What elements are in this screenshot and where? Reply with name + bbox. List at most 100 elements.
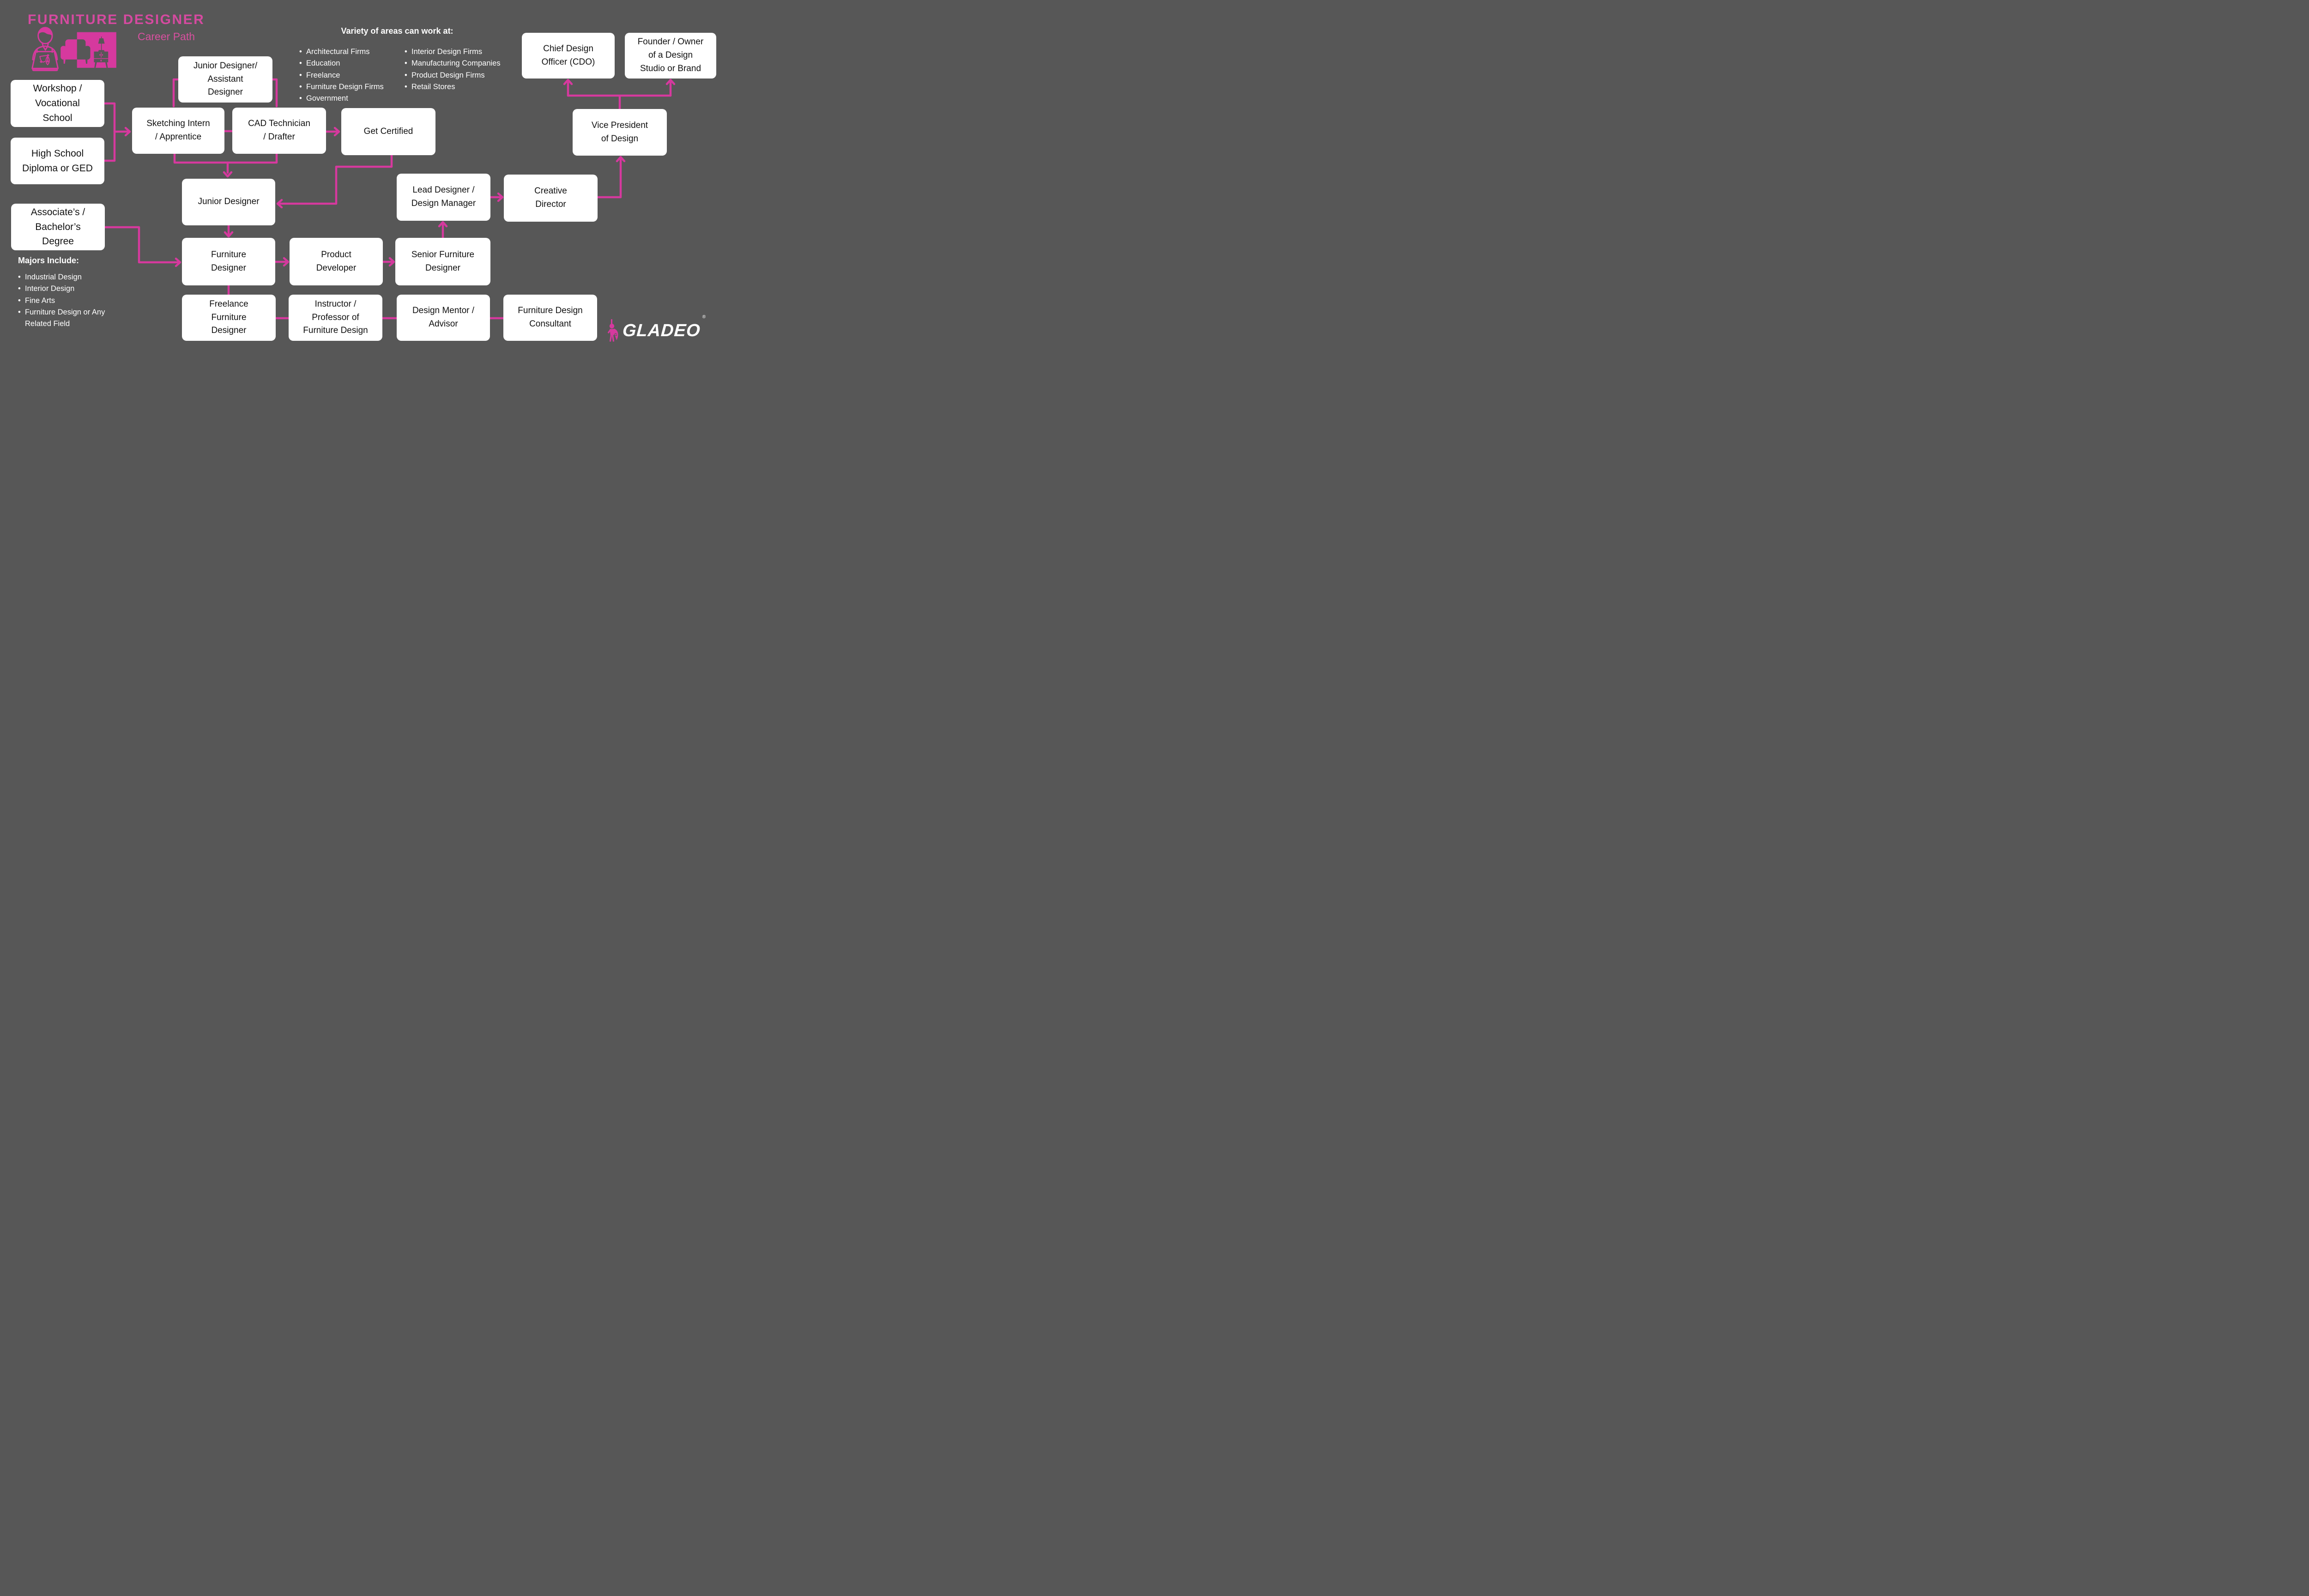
list-item: • Furniture Design or Any Related Field [18, 307, 122, 330]
node-label-line: Officer (CDO) [541, 57, 595, 67]
node-label-line: Creative [534, 186, 567, 196]
node-lead-designer: Lead Designer / Design Manager [397, 174, 490, 221]
node-label-line: Senior Furniture [411, 249, 475, 260]
node-label-line: Associate’s / [30, 206, 85, 218]
node-label-line: Junior Designer/ [193, 60, 258, 71]
bullet-glyph: • [299, 94, 302, 103]
work-areas-list-col1: •Architectural Firms•Education•Freelance… [299, 46, 402, 104]
list-item-label: Architectural Firms [306, 48, 370, 56]
list-item: •Retail Stores [405, 81, 520, 93]
node-design-mentor: Design Mentor / Advisor [397, 295, 490, 341]
bullet-glyph: • [299, 71, 302, 79]
node-label-line: of Design [601, 133, 639, 144]
list-item: • Fine Arts [18, 295, 122, 307]
node-label-line: Design Manager [411, 199, 476, 208]
gladeo-wordmark: GLADEO® [622, 314, 707, 340]
list-item-label: Industrial Design [25, 273, 82, 281]
node-label-line: Professor of [312, 312, 359, 322]
furniture-designer-illustration-icon [31, 27, 116, 71]
node-label-line: Instructor / [314, 299, 357, 309]
node-label-line: Vice President [591, 120, 648, 130]
list-item: • Manufacturing Companies [405, 58, 520, 69]
majors-list: •Industrial Design•Interior Design•Fine … [18, 272, 122, 330]
career-path-infographic: FURNITURE DESIGNER Career Path [0, 0, 724, 362]
mascot-badge-letter: G [614, 332, 617, 337]
bullet-glyph: • [18, 284, 21, 293]
node-vice-president-design: Vice President of Design [573, 109, 667, 156]
node-cad-technician: CAD Technician / Drafter [232, 108, 326, 154]
node-label-line: Design Mentor / [412, 306, 475, 316]
node-label-line: Founder / Owner [637, 37, 704, 47]
list-item: •Education [299, 58, 402, 69]
node-label-line: / Drafter [263, 132, 295, 142]
list-item-label: Interior Design Firms [411, 48, 483, 56]
bullet-glyph: • [18, 296, 21, 305]
node-label-line: Director [535, 200, 566, 209]
node-label-line: Sketching Intern [146, 119, 210, 129]
bullet-glyph: • [299, 48, 302, 56]
node-label-line: Furniture [211, 249, 247, 260]
list-item-label: Education [306, 59, 340, 68]
list-item: • Government [299, 93, 402, 104]
list-item-label: Government [306, 94, 348, 103]
list-item-label: Furniture Design or Any Related Field [25, 308, 105, 328]
page-title: FURNITURE DESIGNER [28, 12, 205, 27]
node-junior-designer: Junior Designer [182, 179, 275, 225]
node-label-line: Junior Designer [198, 197, 260, 207]
node-label-line: CAD Technician [248, 119, 310, 129]
list-item: • Architectural Firms [299, 46, 402, 58]
node-label-line: Degree [42, 236, 74, 247]
gladeo-mascot-icon: G [607, 319, 618, 342]
gladeo-logo: G GLADEO® [603, 314, 707, 343]
list-item: • Freelance [299, 70, 402, 81]
connector-arrows [103, 78, 676, 320]
bullet-glyph: • [18, 308, 21, 316]
list-item-label: Furniture Design Firms [306, 82, 384, 91]
bullet-glyph: • [18, 273, 21, 281]
node-get-certified: Get Certified [341, 108, 435, 155]
list-item-label: Freelance [306, 71, 340, 79]
node-label-line: High School [31, 148, 84, 159]
node-label-line: Advisor [429, 319, 458, 329]
list-item-label: Fine Arts [25, 296, 55, 305]
node-label-line: Chief Design [543, 43, 593, 54]
registered-mark: ® [702, 314, 707, 320]
node-label-line: Get Certified [363, 126, 413, 136]
page-subtitle: Career Path [138, 30, 195, 42]
node-label-line: Furniture Design [518, 306, 583, 316]
majors-heading: Majors Include: [18, 256, 79, 265]
node-label-line: Vocational [35, 98, 80, 109]
node-label-line: Designer [207, 87, 243, 97]
list-item: •Product Design Firms [405, 70, 520, 81]
list-item: •Interior Design [18, 283, 122, 295]
bullet-glyph: • [405, 71, 407, 79]
node-label-line: Studio or Brand [640, 63, 701, 73]
node-label-line: of a Design [648, 50, 693, 60]
list-item: • Furniture Design Firms [299, 81, 402, 93]
node-label-line: Designer [211, 326, 247, 336]
list-item: • Industrial Design [18, 272, 122, 283]
node-label-line: Workshop / [33, 83, 82, 94]
node-label-line: Freelance [209, 299, 248, 309]
node-label-line: Bachelor’s [35, 221, 81, 232]
node-label-line: Diploma or GED [22, 163, 93, 174]
node-label-line: Assistant [207, 74, 243, 84]
bullet-glyph: • [405, 59, 407, 68]
node-label-line: Furniture Design [303, 326, 368, 336]
node-label-line: Lead Designer / [412, 185, 475, 195]
node-label-line: / Apprentice [155, 132, 202, 142]
node-label-line: Product [321, 249, 351, 260]
bullet-glyph: • [405, 82, 407, 91]
list-item: •Interior Design Firms [405, 46, 520, 58]
list-item-label: Manufacturing Companies [411, 59, 501, 68]
bullet-glyph: • [299, 82, 302, 91]
